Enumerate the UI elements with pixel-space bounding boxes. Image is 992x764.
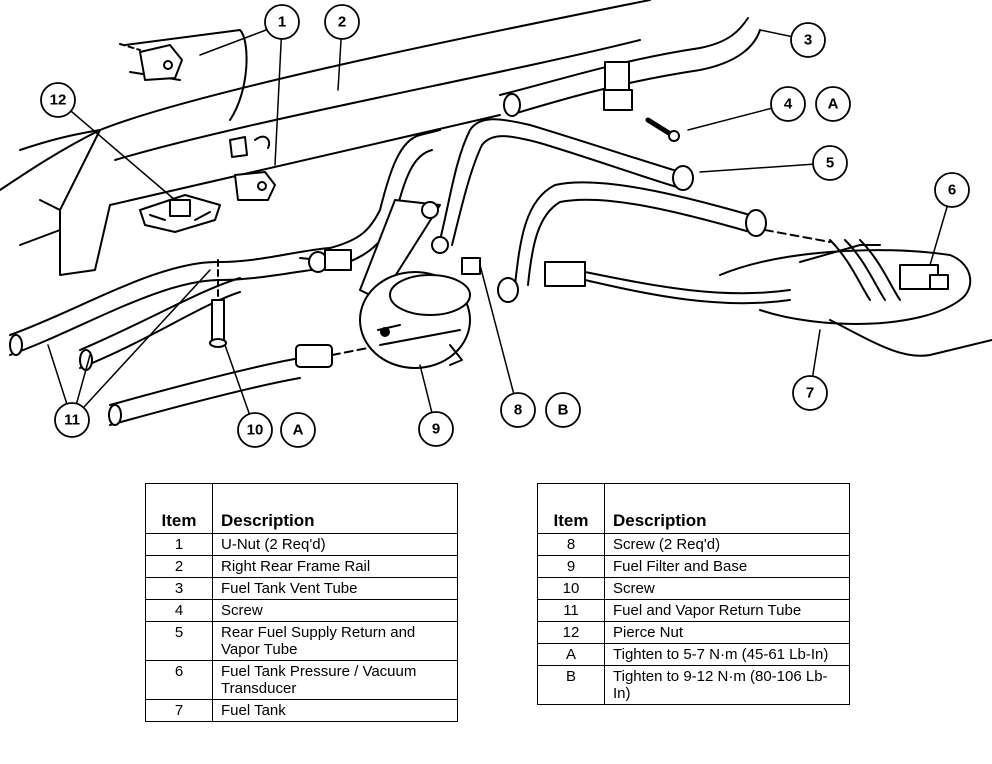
- description-cell: U-Nut (2 Req'd): [212, 533, 458, 556]
- callout-8b: [545, 392, 581, 428]
- item-cell: 9: [537, 555, 605, 578]
- item-cell: 12: [537, 621, 605, 644]
- callout-9: [418, 411, 454, 447]
- item-cell: B: [537, 665, 605, 705]
- column-header-description: Description: [604, 483, 850, 534]
- connector-drawing: [544, 261, 791, 305]
- description-cell: Fuel Filter and Base: [604, 555, 850, 578]
- callout-6: [934, 172, 970, 208]
- callout-10a: [280, 412, 316, 448]
- description-cell: Fuel Tank: [212, 699, 458, 722]
- frame-rail-drawing: [0, 0, 651, 276]
- item-cell: 10: [537, 577, 605, 600]
- u-nut-lower: [229, 135, 276, 201]
- item-cell: 2: [145, 555, 213, 578]
- supply-tubes-drawing: [299, 118, 831, 303]
- item-cell: 11: [537, 599, 605, 622]
- fuel-tank-drawing: [719, 239, 992, 357]
- callout-label-3: 3: [804, 32, 812, 49]
- callout-4: [770, 86, 806, 122]
- fuel-return-tubes: [9, 247, 369, 426]
- item-cell: 3: [145, 577, 213, 600]
- callout-label-5: 5: [826, 155, 834, 172]
- description-cell: Tighten to 5-7 N·m (45-61 Lb-In): [604, 643, 850, 666]
- item-cell: 7: [145, 699, 213, 722]
- callout-label-4: 4: [784, 96, 793, 113]
- callout-label-4a: A: [828, 96, 839, 113]
- callout-circles: [40, 4, 970, 448]
- table-header-row: Item Description: [145, 483, 458, 534]
- table-header-row: Item Description: [537, 483, 850, 534]
- callout-8: [500, 392, 536, 428]
- callout-11: [54, 402, 90, 438]
- callout-label-9: 9: [432, 421, 440, 438]
- description-cell: Tighten to 9-12 N·m (80-106 Lb-In): [604, 665, 850, 705]
- description-cell: Screw: [212, 599, 458, 622]
- callout-4a: [815, 86, 851, 122]
- fuel-filter-drawing: [359, 199, 481, 369]
- pierce-nut-drawing: [139, 194, 221, 233]
- item-cell: 1: [145, 533, 213, 556]
- item-cell: 4: [145, 599, 213, 622]
- description-cell: Screw: [604, 577, 850, 600]
- column-header-item: Item: [145, 483, 213, 534]
- description-cell: Screw (2 Req'd): [604, 533, 850, 556]
- callout-1: [264, 4, 300, 40]
- column-header-description: Description: [212, 483, 458, 534]
- description-cell: Fuel Tank Pressure / Vacuum Transducer: [212, 660, 458, 700]
- description-cell: Fuel Tank Vent Tube: [212, 577, 458, 600]
- callout-3: [790, 22, 826, 58]
- callout-label-10: 10: [247, 422, 264, 439]
- description-cell: Fuel and Vapor Return Tube: [604, 599, 850, 622]
- callout-10: [237, 412, 273, 448]
- callout-label-12: 12: [50, 92, 67, 109]
- description-cell: Right Rear Frame Rail: [212, 555, 458, 578]
- callout-label-6: 6: [948, 182, 956, 199]
- u-nut-upper: [139, 44, 183, 81]
- callout-label-2: 2: [338, 14, 346, 31]
- item-cell: 8: [537, 533, 605, 556]
- item-cell: A: [537, 643, 605, 666]
- callout-label-7: 7: [806, 385, 814, 402]
- callout-12: [40, 82, 76, 118]
- callout-label-11: 11: [64, 412, 80, 429]
- callout-label-1: 1: [278, 14, 286, 31]
- callout-label-10a: A: [293, 422, 304, 439]
- item-cell: 5: [145, 621, 213, 661]
- callout-2: [324, 4, 360, 40]
- callout-7: [792, 375, 828, 411]
- callout-5: [812, 145, 848, 181]
- description-cell: Pierce Nut: [604, 621, 850, 644]
- callout-label-8: 8: [514, 402, 522, 419]
- description-cell: Rear Fuel Supply Return and Vapor Tube: [212, 621, 458, 661]
- screw-4-drawing: [645, 117, 680, 142]
- item-cell: 6: [145, 660, 213, 700]
- screw-10-drawing: [209, 259, 227, 348]
- vent-tube-drawing: [499, 17, 761, 117]
- column-header-item: Item: [537, 483, 605, 534]
- fuel-system-illustration: 1 2 3 4 A 5 6 7 8 B 9 10 A 11 12: [0, 0, 992, 448]
- callout-label-8b: B: [558, 402, 569, 419]
